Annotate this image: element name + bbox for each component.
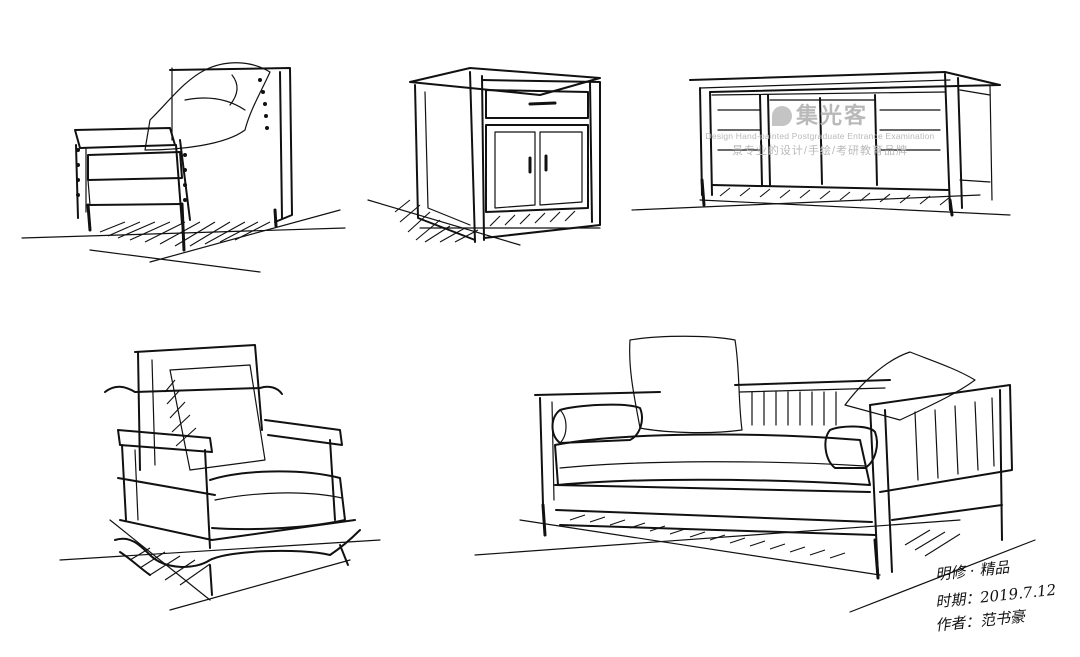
daybed-side-slats [914,397,995,481]
watermark-brand: 集光客 [795,103,868,128]
armchair-shadow [99,221,271,247]
watermark-logo: 集光客 [700,98,940,130]
chinese-armchair-back-shade [164,379,197,447]
watermark-english: Design Hand-painted Postgraduate Entranc… [705,131,935,141]
sketch-armchair [21,62,346,273]
sketch-sideboard [631,71,1011,217]
watermark: 集光客 Design Hand-painted Postgraduate Ent… [700,98,940,158]
chinese-armchair-shadow [129,547,211,586]
brand-logo-icon [771,106,792,126]
sketch-daybed [474,335,1036,613]
daybed-back-slats [751,391,837,426]
sideboard-shadow [719,187,951,206]
cabinet-shadow [394,199,576,243]
sketch-cabinet [367,67,601,246]
sketch-chinese-armchair [59,344,381,611]
watermark-chinese: 景专业的设计/手绘/考研教育品牌 [731,145,909,157]
